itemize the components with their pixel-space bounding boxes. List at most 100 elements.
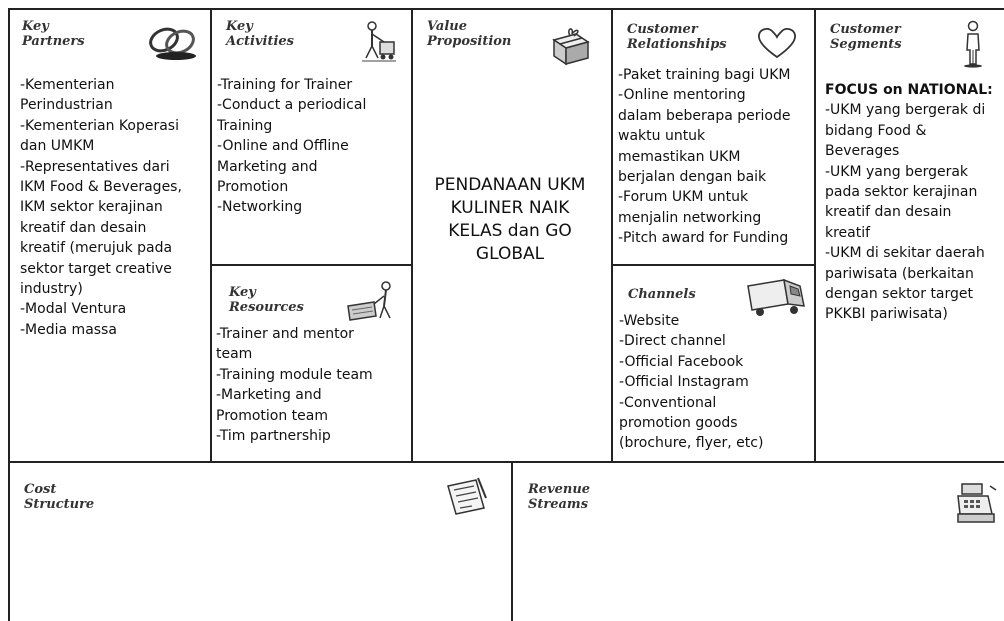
key-partners-line: IKM Food & Beverages, <box>20 179 182 196</box>
value-proposition-heading-line1: Value <box>427 19 467 34</box>
channels-line: -Conventional <box>619 394 717 411</box>
frame-left-border <box>8 8 10 621</box>
key-partners-line: sektor target creative <box>20 260 172 277</box>
customer-segments-focus-label: FOCUS on NATIONAL: <box>825 82 993 98</box>
divider-relationships-segments <box>814 8 816 462</box>
value-proposition-line: GLOBAL <box>475 244 545 264</box>
customer-relationships-line: -Online mentoring <box>618 87 746 104</box>
customer-segments-heading: Customer Segments <box>830 22 902 52</box>
key-partners-line: Perindustrian <box>20 97 113 114</box>
key-activities-line: -Training for Trainer <box>217 77 353 93</box>
customer-relationships-heading: Customer Relationships <box>627 22 727 52</box>
customer-segments-line: -UKM yang bergerak <box>825 163 969 180</box>
value-proposition-heading: Value Proposition <box>427 19 511 49</box>
key-activities-line: Marketing and <box>217 158 318 175</box>
customer-segments-line: PKKBI pariwisata) <box>825 306 948 323</box>
value-proposition-line: KELAS dan GO <box>448 221 572 241</box>
customer-segments-line: pada sektor kerajinan <box>825 184 978 201</box>
key-activities-line: Promotion <box>217 179 289 196</box>
customer-segments-heading-line1: Customer <box>830 22 901 37</box>
key-resources-line: Promotion team <box>216 407 328 424</box>
revenue-streams-heading-line1: Revenue <box>528 482 591 497</box>
heart-icon <box>758 28 796 59</box>
channels-line: -Website <box>619 313 680 329</box>
customer-segments-line: dengan sektor target <box>825 286 974 303</box>
value-proposition-line: KULINER NAIK <box>450 198 570 218</box>
divider-value-relationships <box>611 8 613 462</box>
customer-segments-line: kreatif dan desain <box>825 204 952 221</box>
divider-top-bottom <box>8 461 1004 463</box>
receipt-icon <box>447 477 487 515</box>
key-partners-line: kreatif (merujuk pada <box>20 240 173 257</box>
key-resources-line: -Tim partnership <box>216 428 331 445</box>
cost-structure-heading-line1: Cost <box>24 482 57 497</box>
chain-links-icon <box>149 27 196 60</box>
customer-segments-line: kreatif <box>825 224 871 241</box>
key-partners-line: -Modal Ventura <box>20 301 127 318</box>
frame-top-border <box>8 8 1004 10</box>
customer-relationships-line: menjalin networking <box>618 209 762 226</box>
customer-relationships-line: berjalan dengan baik <box>618 169 767 186</box>
channels-heading: Channels <box>628 287 696 302</box>
gift-box-icon <box>552 28 590 66</box>
cost-structure-heading: Cost Structure <box>24 482 94 512</box>
divider-activities-resources <box>211 264 412 266</box>
customer-segments-line: bidang Food & <box>825 122 927 139</box>
divider-cost-revenue <box>511 462 513 621</box>
key-resources-heading-line1: Key <box>229 285 256 300</box>
person-icon <box>964 20 982 68</box>
key-activities-list: -Training for Trainer -Conduct a periodi… <box>217 75 366 218</box>
key-resources-list: -Trainer and mentor team -Training modul… <box>216 324 373 446</box>
channels-line: promotion goods <box>619 415 738 432</box>
key-partners-line: dan UMKM <box>20 138 95 155</box>
key-partners-heading-line2: Partners <box>22 34 85 49</box>
key-partners-line: -Kementerian <box>20 77 115 93</box>
key-partners-list: -Kementerian Perindustrian -Kementerian … <box>20 75 182 340</box>
key-partners-line: IKM sektor kerajinan <box>20 199 163 216</box>
key-partners-line: -Kementerian Koperasi <box>20 117 179 134</box>
worker-with-crate-icon <box>347 281 391 321</box>
customer-relationships-line: -Paket training bagi UKM <box>618 67 791 83</box>
key-activities-heading: Key Activities <box>226 19 294 49</box>
customer-relationships-line: memastikan UKM <box>618 148 741 165</box>
divider-activities-value <box>411 8 413 462</box>
key-partners-line: -Media massa <box>20 321 117 338</box>
value-proposition-line: PENDANAAN UKM <box>434 175 586 195</box>
divider-partners-activities <box>210 8 212 462</box>
customer-segments-list: FOCUS on NATIONAL: -UKM yang bergerak di… <box>825 80 993 325</box>
key-resources-line: -Trainer and mentor <box>216 326 354 342</box>
key-partners-line: industry) <box>20 281 83 298</box>
key-activities-heading-line1: Key <box>226 19 253 34</box>
key-partners-line: -Representatives dari <box>20 158 170 175</box>
customer-relationships-line: -Pitch award for Funding <box>618 230 789 247</box>
channels-line: (brochure, flyer, etc) <box>619 435 764 452</box>
customer-segments-line: pariwisata (berkaitan <box>825 265 974 282</box>
key-activities-line: -Conduct a periodical <box>217 97 367 114</box>
cost-structure-heading-line2: Structure <box>24 497 95 512</box>
revenue-streams-heading-line2: Streams <box>528 497 589 512</box>
value-proposition-heading-line2: Proposition <box>427 34 512 49</box>
customer-segments-line: Beverages <box>825 143 900 160</box>
cash-register-icon <box>957 483 997 523</box>
key-resources-heading-line2: Resources <box>229 300 304 315</box>
key-activities-line: -Online and Offline <box>217 138 349 155</box>
key-resources-heading: Key Resources <box>229 285 304 315</box>
customer-segments-heading-line2: Segments <box>830 37 902 52</box>
customer-segments-line: -UKM di sekitar daerah <box>825 245 985 262</box>
key-partners-heading: Key Partners <box>22 19 85 49</box>
delivery-truck-icon <box>747 278 805 316</box>
customer-relationships-heading-line2: Relationships <box>627 37 727 52</box>
key-partners-line: kreatif dan desain <box>20 219 147 236</box>
key-resources-line: -Training module team <box>216 366 373 383</box>
channels-list: -Website -Direct channel -Official Faceb… <box>619 311 763 454</box>
channels-line: -Direct channel <box>619 333 726 350</box>
worker-with-cart-icon <box>362 21 396 62</box>
channels-line: -Official Instagram <box>619 374 749 391</box>
revenue-streams-heading: Revenue Streams <box>528 482 590 512</box>
channels-line: -Official Facebook <box>619 353 744 370</box>
customer-segments-line: -UKM yang bergerak di <box>825 102 986 119</box>
value-proposition-text: PENDANAAN UKM KULINER NAIK KELAS dan GO … <box>412 174 608 266</box>
key-activities-line: -Networking <box>217 199 303 216</box>
key-resources-line: team <box>216 346 253 363</box>
customer-relationships-heading-line1: Customer <box>627 22 698 37</box>
